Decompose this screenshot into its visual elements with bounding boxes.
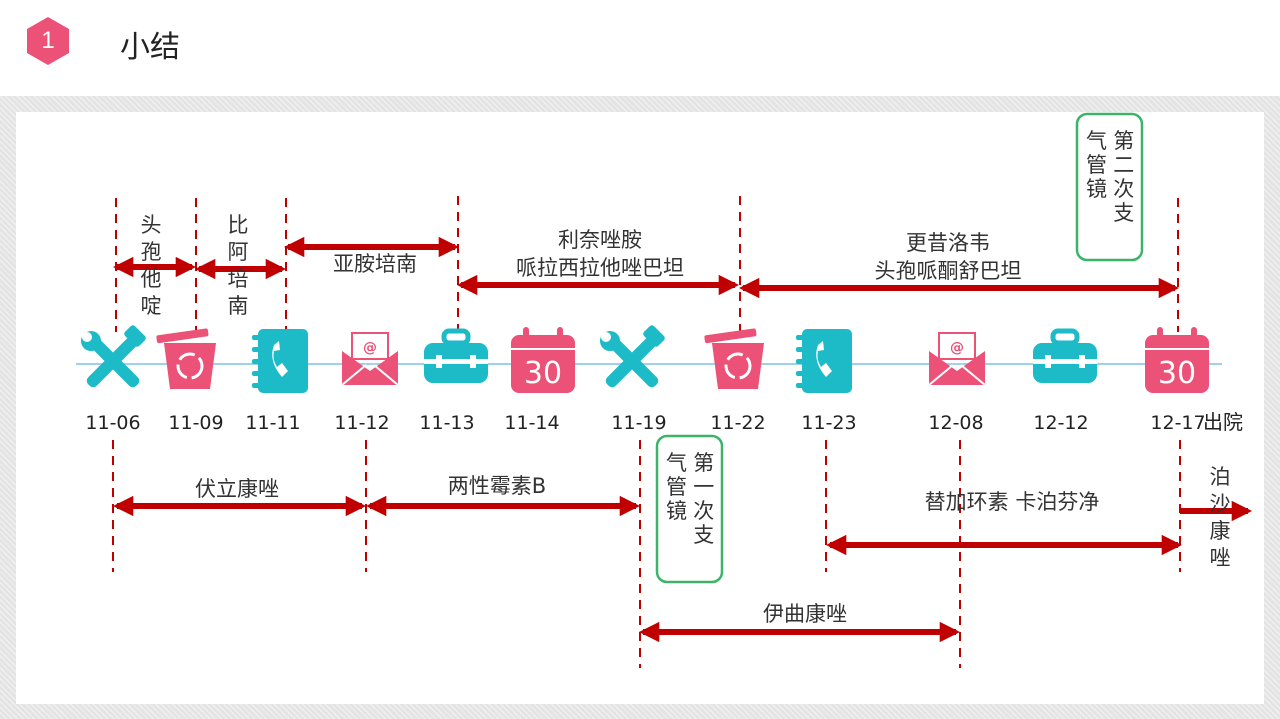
page-title: 小结 (120, 30, 180, 65)
recycle-bin-icon (704, 328, 764, 389)
letter-paper (938, 332, 976, 360)
screwdriver-grip (643, 325, 665, 347)
calendar-30-icon: 30 (511, 327, 575, 393)
envelope-body (929, 351, 985, 385)
drug-label-linezolid-piperacillin: 利奈唑胺哌拉西拉他唑巴坦 (516, 228, 684, 280)
book-ring (796, 347, 806, 352)
book-ring (252, 347, 262, 352)
case-strap (1033, 359, 1097, 364)
drug-label-ceftazidime: 头孢他啶 (141, 213, 162, 318)
drug-label-itraconazole: 伊曲康唑 (763, 602, 847, 626)
recycle-symbol (176, 352, 204, 380)
recycle-bin-icon (156, 328, 216, 389)
bin-lid (704, 328, 757, 344)
procedure-box-border (1075, 112, 1144, 262)
tools-icon (600, 325, 665, 388)
hexagon-badge-icon (27, 17, 69, 65)
bin-lid (156, 328, 209, 344)
book-cover (258, 329, 308, 393)
calendar-30-icon: 30 (1145, 327, 1209, 393)
email-envelope-icon: @ (341, 332, 399, 386)
date-label: 11-22 (710, 412, 765, 434)
phone-handset (816, 341, 832, 377)
envelope-fold (341, 364, 399, 386)
calendar-number: 30 (524, 356, 562, 391)
case-clasp-right (470, 355, 476, 368)
at-symbol: @ (950, 340, 964, 356)
book-cover (802, 329, 852, 393)
book-ring (796, 359, 806, 364)
briefcase-icon (1033, 328, 1097, 383)
tool-handle-b (86, 334, 140, 388)
case-clasp-right (1079, 355, 1085, 368)
case-strap (424, 359, 488, 364)
drug-label-biapenem: 比阿培南 (228, 213, 249, 318)
book-ring (252, 371, 262, 376)
case-clasp-left (436, 355, 442, 368)
phone-book-icon (796, 329, 852, 393)
drug-label-voriconazole: 伏立康唑 (195, 477, 279, 501)
book-ring (796, 371, 806, 376)
screwdriver-grip (124, 325, 146, 347)
drug-label-amphotericin-b: 两性霉素B (448, 474, 546, 498)
drug-label-tigecycline-caspofungin: 替加环素 卡泊芬净 (925, 490, 1100, 514)
wrench-jaw (82, 332, 92, 342)
book-ring (252, 383, 262, 388)
procedure-label-column: 气管镜 (1086, 129, 1107, 201)
procedure-label-column: 第一次支 (693, 451, 714, 547)
date-label: 12-08 (928, 412, 983, 434)
procedure-box-border (655, 434, 724, 584)
email-envelope-icon: @ (928, 332, 986, 386)
case-clasp-left (1045, 355, 1051, 368)
date-label: 12-17 (1150, 412, 1205, 434)
date-label: 11-09 (168, 412, 223, 434)
book-ring (252, 359, 262, 364)
tools-icon (81, 325, 146, 388)
calendar-ring-right (557, 327, 563, 341)
drug-label-posaconazole: 泊沙康唑 (1210, 465, 1231, 570)
page-header: 1 小结 (0, 0, 1280, 96)
date-label: 11-06 (85, 412, 140, 434)
envelope-body (342, 351, 398, 385)
procedure-label-column: 第二次支 (1113, 129, 1134, 225)
case-handle (441, 328, 471, 346)
briefcase-icon (424, 328, 488, 383)
date-label: 11-19 (611, 412, 666, 434)
phone-book-icon (252, 329, 308, 393)
tool-handle-b (605, 334, 659, 388)
letter-paper (351, 332, 389, 360)
calendar-number: 30 (1158, 356, 1196, 391)
date-label: 11-14 (504, 412, 559, 434)
wrench-jaw (601, 332, 611, 342)
calendar-ring-right (1191, 327, 1197, 341)
discharge-label: 出院 (1203, 410, 1243, 434)
book-ring (796, 335, 806, 340)
calendar-ring-left (1157, 327, 1163, 341)
badge-number: 1 (41, 27, 55, 54)
bin-body (712, 343, 764, 389)
bin-body (164, 343, 216, 389)
at-symbol: @ (363, 340, 377, 356)
procedure-label-column: 气管镜 (666, 451, 687, 523)
book-ring (796, 383, 806, 388)
case-handle (1050, 328, 1080, 346)
drug-label-ganciclovir-cefoperazone: 更昔洛韦头孢哌酮舒巴坦 (875, 231, 1022, 283)
date-label: 12-12 (1033, 412, 1088, 434)
date-label: 11-11 (245, 412, 300, 434)
calendar-ring-left (523, 327, 529, 341)
phone-handset (272, 341, 288, 377)
book-ring (252, 335, 262, 340)
date-label: 11-13 (419, 412, 474, 434)
date-label: 11-23 (801, 412, 856, 434)
recycle-symbol (724, 352, 752, 380)
date-label: 11-12 (334, 412, 389, 434)
drug-label-imipenem: 亚胺培南 (333, 252, 417, 276)
envelope-fold (928, 364, 986, 386)
